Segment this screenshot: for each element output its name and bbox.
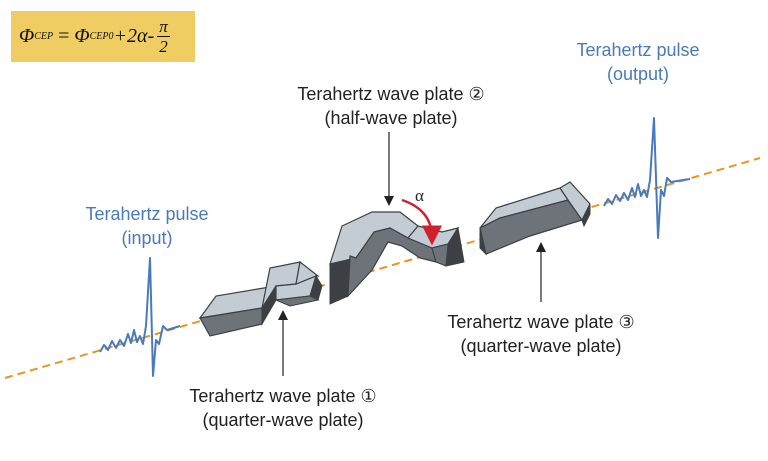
wave-plate-2 xyxy=(329,211,465,305)
input-pulse-waveform xyxy=(99,257,181,377)
plate2-pointer-arrow xyxy=(384,196,394,206)
phi-symbol: Φ xyxy=(19,25,35,47)
input-pulse-label: Terahertz pulse (input) xyxy=(85,204,209,248)
wave-plate-1 xyxy=(198,260,323,337)
output-pulse-waveform xyxy=(603,117,691,239)
fraction-denominator: 2 xyxy=(159,37,168,56)
pi-over-two: π 2 xyxy=(157,18,170,55)
formula-term: +2α- xyxy=(113,25,155,47)
plate1-label: Terahertz wave plate ① (quarter-wave pla… xyxy=(189,386,377,430)
output-pulse-label: Terahertz pulse (output) xyxy=(576,40,700,84)
phi0-symbol: Φ xyxy=(74,25,90,47)
plate3-label: Terahertz wave plate ③ (quarter-wave pla… xyxy=(447,312,635,356)
phi-subscript: CEP xyxy=(34,31,54,42)
plate3-pointer-arrow xyxy=(536,242,546,252)
phi0-subscript: CEP0 xyxy=(89,31,114,42)
wave-plate-3 xyxy=(479,181,591,256)
equals-sign: = xyxy=(58,25,70,47)
rotation-arrow xyxy=(401,198,442,246)
fraction-numerator: π xyxy=(157,17,170,37)
plate2-label: Terahertz wave plate ② (half-wave plate) xyxy=(297,84,485,128)
alpha-label: α xyxy=(415,186,424,205)
plate1-pointer-arrow xyxy=(278,310,288,320)
